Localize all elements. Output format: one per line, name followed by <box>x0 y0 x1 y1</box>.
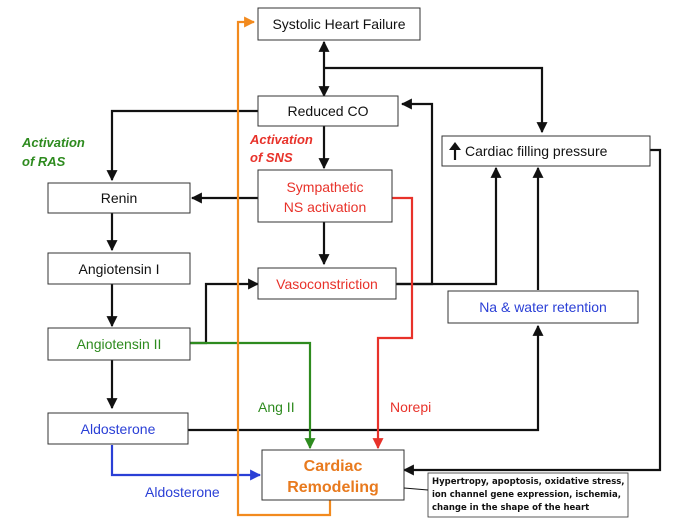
section-ras-line1: Activation <box>21 135 85 150</box>
node-aldosterone-label: Aldosterone <box>81 421 156 437</box>
node-systolic-heart-failure: Systolic Heart Failure <box>257 7 421 41</box>
node-angiotensin-1: Angiotensin I <box>47 252 191 285</box>
node-systolic-heart-failure-label: Systolic Heart Failure <box>272 16 405 32</box>
section-sns-line1: Activation <box>249 132 313 147</box>
edge-reduced-co-renin <box>106 109 258 182</box>
edge-aldosterone-remodeling <box>110 445 262 481</box>
edge-label-ang2: Ang II <box>258 399 295 415</box>
section-sns-line2: of SNS <box>250 150 293 165</box>
edge-ang2-vasoconstriction <box>190 278 260 345</box>
edge-shf-filling-pressure <box>324 66 548 134</box>
edge-label-aldosterone: Aldosterone <box>145 484 220 500</box>
remodeling-note: Hypertropy, apoptosis, oxidative stress,… <box>427 472 629 518</box>
section-ras-line2: of RAS <box>22 154 66 169</box>
node-cardiac-filling-pressure: Cardiac filling pressure <box>441 135 651 167</box>
edge-ang2-remodeling <box>190 341 316 450</box>
node-vasoconstriction: Vasoconstriction <box>257 267 397 300</box>
note-connector <box>403 487 429 491</box>
node-sympathetic: Sympathetic NS activation <box>257 169 393 223</box>
node-vasoconstriction-label: Vasoconstriction <box>276 276 378 292</box>
edge-label-norepi: Norepi <box>390 399 431 415</box>
node-sympathetic-label-line2: NS activation <box>284 199 366 215</box>
node-reduced-co: Reduced CO <box>257 95 399 127</box>
up-arrow-icon <box>449 142 461 160</box>
node-angiotensin-2: Angiotensin II <box>47 327 191 361</box>
edge-vasoconstriction-reduced-co <box>396 98 434 286</box>
edge-norepi <box>372 196 414 450</box>
node-angiotensin-1-label: Angiotensin I <box>79 261 160 277</box>
edge-remodeling-shf <box>236 16 332 517</box>
node-renin: Renin <box>47 182 191 214</box>
edges <box>106 16 662 517</box>
edge-filling-pressure-remodeling <box>402 148 662 476</box>
remodeling-note-line2: ion channel gene expression, ischemia, <box>432 490 621 500</box>
edge-aldosterone-na <box>188 324 544 432</box>
node-reduced-co-label: Reduced CO <box>288 103 369 119</box>
node-aldosterone: Aldosterone <box>47 412 189 445</box>
node-renin-label: Renin <box>101 190 138 206</box>
node-cardiac-remodeling: Cardiac Remodeling <box>261 449 405 501</box>
remodeling-note-line3: change in the shape of the heart <box>432 503 589 513</box>
node-cardiac-remodeling-label-line1: Cardiac <box>304 458 363 475</box>
remodeling-note-line1: Hypertropy, apoptosis, oxidative stress, <box>432 477 625 487</box>
node-na-water-retention: Na & water retention <box>447 290 639 324</box>
node-cardiac-filling-pressure-label: Cardiac filling pressure <box>465 143 608 159</box>
node-sympathetic-label-line1: Sympathetic <box>286 179 363 195</box>
node-cardiac-remodeling-label-line2: Remodeling <box>287 479 379 496</box>
node-na-water-retention-label: Na & water retention <box>479 299 607 315</box>
node-angiotensin-2-label: Angiotensin II <box>77 336 162 352</box>
